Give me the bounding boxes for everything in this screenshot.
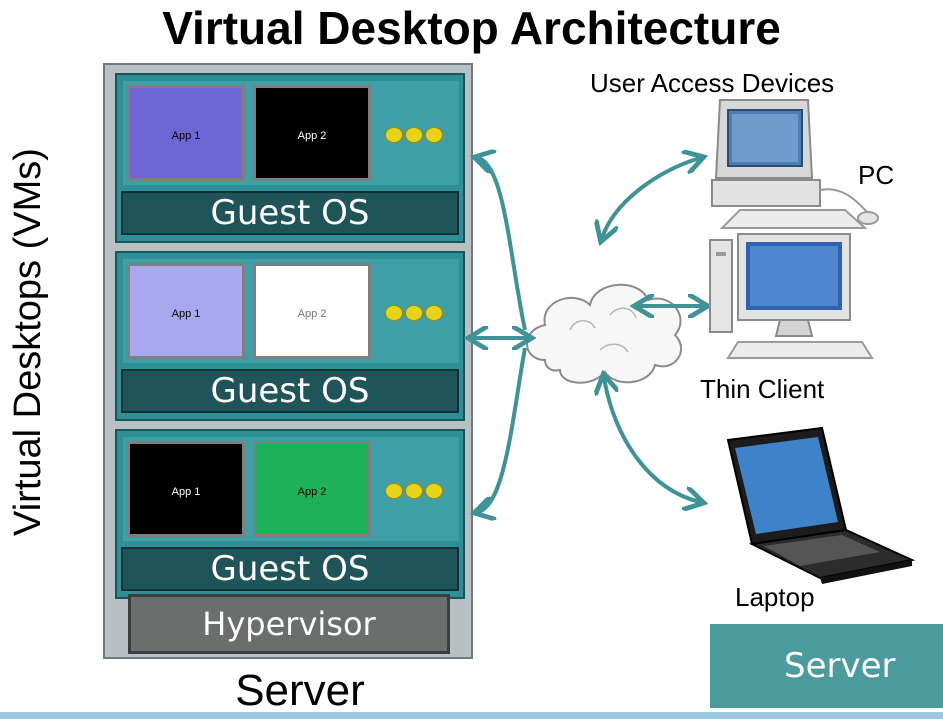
vm-app-area: App 1 App 2 xyxy=(123,259,459,363)
vm-connection-arrows xyxy=(472,158,528,512)
virtual-machine-3: App 1 App 2 Guest OS xyxy=(115,429,465,599)
server-label: Server xyxy=(235,666,365,715)
pc-icon xyxy=(711,99,879,229)
more-apps-icon xyxy=(385,127,449,143)
app-1-box: App 1 xyxy=(127,263,245,359)
guest-os-bar: Guest OS xyxy=(121,547,459,591)
laptop-label: Laptop xyxy=(735,582,815,612)
laptop-icon xyxy=(726,426,916,584)
vm-app-area: App 1 App 2 xyxy=(123,81,459,185)
guest-os-bar: Guest OS xyxy=(121,191,459,235)
virtual-machine-2: App 1 App 2 Guest OS xyxy=(115,251,465,421)
more-apps-icon xyxy=(385,483,449,499)
device-connection-arrows xyxy=(602,158,704,502)
hypervisor-bar: Hypervisor xyxy=(128,594,450,654)
guest-os-bar: Guest OS xyxy=(121,369,459,413)
diagram-title: Virtual Desktop Architecture xyxy=(162,2,781,54)
app-1-box: App 1 xyxy=(127,85,245,181)
app-1-box: App 1 xyxy=(127,441,245,537)
virtual-machine-1: App 1 App 2 Guest OS xyxy=(115,73,465,243)
app-2-box: App 2 xyxy=(253,85,371,181)
vm-app-area: App 1 App 2 xyxy=(123,437,459,541)
thin-client-label: Thin Client xyxy=(700,374,825,404)
bottom-bar xyxy=(0,712,943,719)
server-box: Server xyxy=(710,624,943,708)
thin-client-icon xyxy=(709,233,874,359)
user-access-devices-heading: User Access Devices xyxy=(590,68,835,98)
app-2-box: App 2 xyxy=(253,263,371,359)
app-2-box: App 2 xyxy=(253,441,371,537)
cloud-icon xyxy=(526,283,682,384)
server-rack: App 1 App 2 Guest OS App 1 App 2 Guest O… xyxy=(103,63,473,659)
pc-label: PC xyxy=(858,160,895,190)
more-apps-icon xyxy=(385,305,449,321)
